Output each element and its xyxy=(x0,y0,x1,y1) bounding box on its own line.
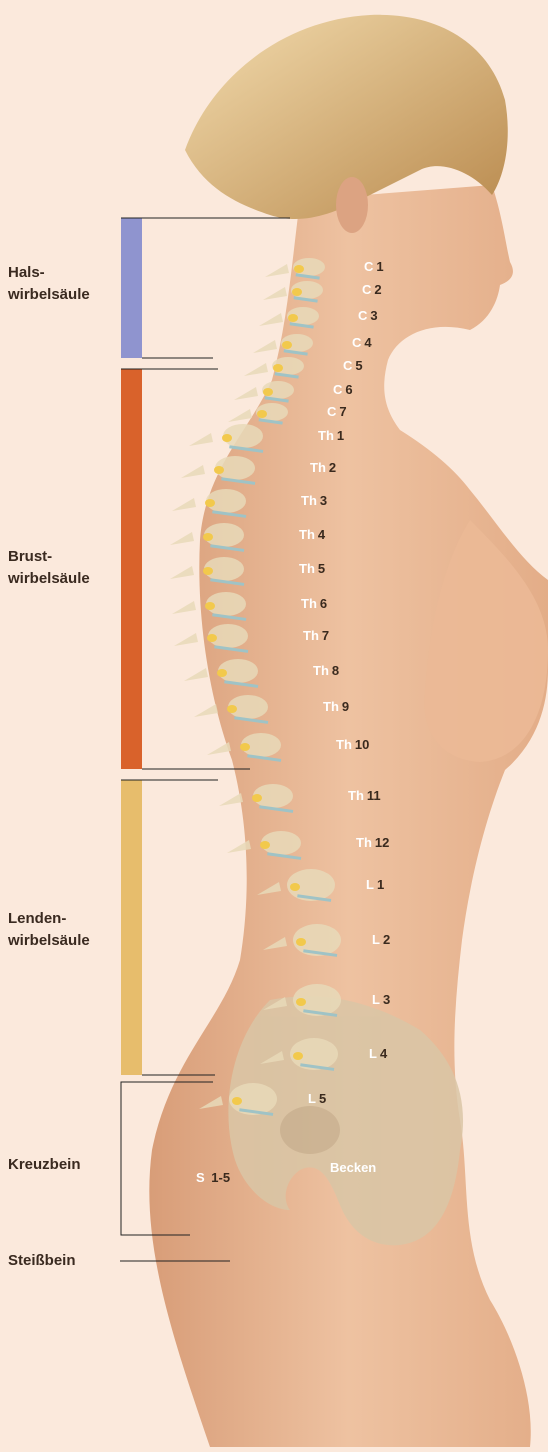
vertebra-number: 10 xyxy=(355,737,369,752)
vertebra-number: 5 xyxy=(319,1091,326,1106)
vertebra-prefix: C xyxy=(352,335,362,350)
vertebra-prefix: L xyxy=(366,877,374,892)
vertebra-prefix: C xyxy=(358,308,368,323)
region-label-hals: Hals- wirbelsäule xyxy=(8,262,90,306)
region-label-line1: Kreuzbein xyxy=(8,1154,81,1176)
vertebra-number: 5 xyxy=(355,358,362,373)
sacrum-number: 1-5 xyxy=(211,1170,230,1185)
region-label-line2: wirbelsäule xyxy=(8,284,90,306)
vertebra-number: 9 xyxy=(342,699,349,714)
vertebra-prefix: L xyxy=(372,932,380,947)
vertebra-number: 3 xyxy=(370,308,377,323)
region-label-brust: Brust- wirbelsäule xyxy=(8,546,90,590)
region-label-lenden: Lenden- wirbelsäule xyxy=(8,908,90,952)
vertebra-prefix: L xyxy=(308,1091,316,1106)
vertebra-prefix: L xyxy=(369,1046,377,1061)
vertebra-prefix: Th xyxy=(310,460,326,475)
vertebra-shape xyxy=(189,424,263,453)
vertebra-prefix: Th xyxy=(348,788,364,803)
sacrum-prefix: S xyxy=(196,1170,205,1185)
vertebra-prefix: Th xyxy=(318,428,334,443)
region-label-line2: wirbelsäule xyxy=(8,568,90,590)
vertebra-label: Th6 xyxy=(301,596,327,611)
vertebra-prefix: Th xyxy=(299,561,315,576)
vertebra-number: 11 xyxy=(367,788,381,803)
vertebra-number: 7 xyxy=(339,404,346,419)
vertebra-prefix: Th xyxy=(301,493,317,508)
vertebra-number: 1 xyxy=(377,877,384,892)
body-silhouette xyxy=(149,185,548,1447)
region-label-steissbein: Steißbein xyxy=(8,1250,76,1272)
vertebra-prefix: Th xyxy=(323,699,339,714)
sacrum-label: S 1-5 xyxy=(196,1170,230,1185)
region-label-line1: Brust- xyxy=(8,546,90,568)
vertebra-prefix: L xyxy=(372,992,380,1007)
pelvis-label: Becken xyxy=(330,1160,376,1175)
hals-bar xyxy=(121,218,142,358)
region-label-line1: Hals- xyxy=(8,262,90,284)
region-label-line1: Steißbein xyxy=(8,1250,76,1272)
vertebra-prefix: Th xyxy=(356,835,372,850)
vertebra-prefix: C xyxy=(333,382,343,397)
vertebra-number: 4 xyxy=(364,335,372,350)
region-label-kreuzbein: Kreuzbein xyxy=(8,1154,81,1176)
vertebra-number: 2 xyxy=(383,932,390,947)
vertebra-prefix: C xyxy=(362,282,372,297)
vertebra-number: 12 xyxy=(375,835,389,850)
vertebra-number: 8 xyxy=(332,663,339,678)
vertebra-prefix: Th xyxy=(336,737,352,752)
vertebra-number: 4 xyxy=(380,1046,388,1061)
vertebra-number: 2 xyxy=(329,460,336,475)
vertebra-number: 7 xyxy=(322,628,329,643)
vertebra-number: 3 xyxy=(320,493,327,508)
region-label-line1: Lenden- xyxy=(8,908,90,930)
vertebra-number: 2 xyxy=(374,282,381,297)
region-label-line2: wirbelsäule xyxy=(8,930,90,952)
brust-bar xyxy=(121,369,142,769)
vertebra-number: 4 xyxy=(318,527,326,542)
vertebra-prefix: Th xyxy=(299,527,315,542)
lenden-bar xyxy=(121,780,142,1075)
ear xyxy=(336,177,368,233)
vertebra-number: 3 xyxy=(383,992,390,1007)
vertebra-number: 6 xyxy=(320,596,327,611)
vertebra-number: 1 xyxy=(337,428,344,443)
vertebra-prefix: C xyxy=(364,259,374,274)
vertebra-prefix: Th xyxy=(301,596,317,611)
vertebra-prefix: C xyxy=(343,358,353,373)
vertebra-prefix: Th xyxy=(313,663,329,678)
vertebra-prefix: Th xyxy=(303,628,319,643)
vertebra-prefix: C xyxy=(327,404,337,419)
vertebra-number: 1 xyxy=(376,259,383,274)
vertebra-number: 6 xyxy=(345,382,352,397)
vertebra-number: 5 xyxy=(318,561,325,576)
